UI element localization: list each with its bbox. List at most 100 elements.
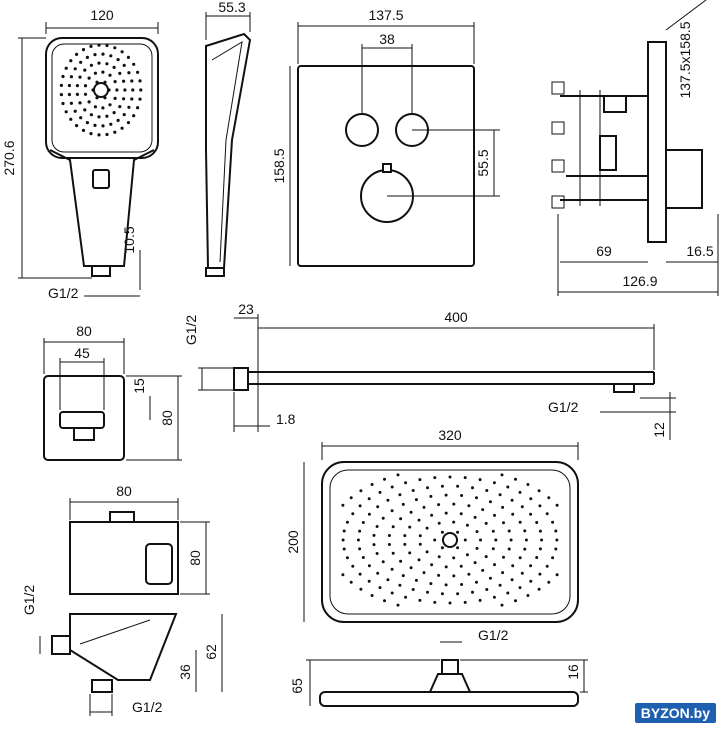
nozzle-dot: [426, 590, 429, 594]
nozzle-dot: [375, 525, 379, 528]
nozzle-dot: [411, 489, 415, 492]
nozzle-dot: [127, 71, 131, 75]
nozzle-dot: [422, 571, 426, 575]
nozzle-dot: [398, 583, 402, 587]
nozzle-dot: [485, 588, 489, 591]
nozzle-dot: [448, 475, 452, 479]
hs-thread-label: G1/2: [48, 285, 79, 301]
nozzle-dot: [122, 63, 126, 67]
head-depth-label: 200: [285, 530, 301, 554]
nozzle-dot: [463, 600, 467, 604]
box-depth-a-label: 69: [596, 243, 612, 259]
hand-shower-bottom-dim: 10.5 G1/2: [48, 226, 141, 301]
outlet-dims: 80 80 G1/2 62 36 G1/2: [21, 483, 223, 716]
nozzle-dot: [488, 500, 492, 504]
nozzle-dot: [545, 564, 549, 568]
nozzle-dot: [452, 556, 456, 560]
nozzle-dot: [518, 586, 522, 590]
plate-width-label: 137.5: [368, 7, 403, 23]
nozzle-dot: [529, 579, 533, 583]
nozzle-dot: [131, 88, 135, 92]
nozzle-dot: [491, 529, 495, 533]
nozzle-dot: [404, 595, 408, 599]
knob-offset-label: 55.5: [475, 149, 491, 176]
nozzle-dot: [97, 61, 101, 65]
nozzle-dot: [342, 529, 346, 533]
nozzle-dot: [547, 580, 551, 584]
nozzle-dot: [85, 55, 89, 60]
hs-side-label: 55.3: [218, 0, 245, 15]
nozzle-dot: [370, 483, 374, 486]
nozzle-dot: [132, 114, 136, 118]
holder-width-label: 80: [76, 323, 92, 339]
watermark-badge: BYZON.by: [634, 703, 716, 723]
nozzle-dot: [493, 513, 496, 517]
arm-flange-label: 23: [238, 301, 254, 317]
nozzle-dot: [138, 97, 142, 101]
nozzle-dot: [463, 538, 467, 542]
nozzle-dot: [418, 598, 422, 602]
nozzle-dot: [122, 113, 126, 117]
nozzle-dot: [75, 124, 79, 128]
nozzle-dot: [538, 572, 542, 576]
nozzle-dot: [342, 547, 346, 551]
nozzle-dot: [78, 101, 82, 105]
nozzle-dot: [437, 573, 441, 577]
nozzle-dot: [351, 564, 355, 568]
nozzle-dot: [356, 538, 360, 542]
nozzle-dot: [113, 46, 117, 50]
nozzle-dot: [64, 66, 68, 70]
nozzle-dot: [555, 573, 559, 577]
nozzle-dot: [109, 122, 113, 126]
nozzle-dot: [83, 84, 88, 88]
holder-inner-label: 45: [74, 345, 90, 361]
nozzle-dot: [345, 556, 349, 560]
nozzle-dot: [456, 546, 460, 550]
nozzle-dot: [370, 594, 374, 597]
arm-thread-label: G1/2: [183, 315, 199, 346]
nozzle-dot: [538, 529, 542, 533]
nozzle-dot: [463, 476, 467, 480]
nozzle-dot: [492, 481, 496, 485]
nozzle-dot: [430, 563, 434, 567]
box-total-label: 126.9: [622, 273, 657, 289]
nozzle-dot: [67, 83, 71, 88]
outlet-thread-bottom-label: G1/2: [132, 699, 163, 715]
nozzle-dot: [378, 586, 382, 590]
nozzle-dot: [526, 594, 530, 597]
nozzle-dot: [554, 529, 558, 533]
holder-h15-label: 15: [131, 378, 147, 394]
nozzle-dot: [403, 542, 407, 546]
nozzle-dot: [390, 567, 394, 571]
nozzle-dot: [112, 111, 116, 115]
nozzle-dot: [83, 108, 87, 112]
nozzle-dot: [537, 587, 541, 591]
nozzle-dot: [93, 71, 97, 75]
head-thread-label: G1/2: [478, 627, 509, 643]
nozzle-dot: [524, 538, 528, 542]
nozzle-dot: [540, 538, 544, 542]
nozzle-dot: [75, 92, 79, 96]
rain-head-nozzles: [341, 473, 559, 607]
nozzle-dot: [367, 564, 371, 568]
nozzle-dot: [518, 556, 522, 560]
nozzle-dot: [440, 484, 444, 488]
nozzle-dot: [359, 587, 363, 591]
nozzle-dot: [361, 556, 365, 559]
nozzle-dot: [493, 563, 496, 567]
nozzle-dot: [452, 574, 456, 578]
nozzle-dot: [83, 68, 87, 72]
nozzle-dot: [396, 473, 400, 477]
nozzle-dot: [391, 525, 395, 529]
plate-height-label: 158.5: [271, 148, 287, 183]
nozzle-dot: [108, 73, 112, 77]
nozzle-dot: [526, 483, 530, 486]
nozzle-dot: [383, 477, 386, 481]
nozzle-dot: [75, 52, 79, 57]
rain-head-side-dims: 65 16: [289, 659, 588, 706]
nozzle-dot: [529, 497, 533, 501]
nozzle-dot: [437, 555, 441, 559]
nozzle-dot: [69, 75, 73, 79]
nozzle-dot: [73, 67, 77, 71]
